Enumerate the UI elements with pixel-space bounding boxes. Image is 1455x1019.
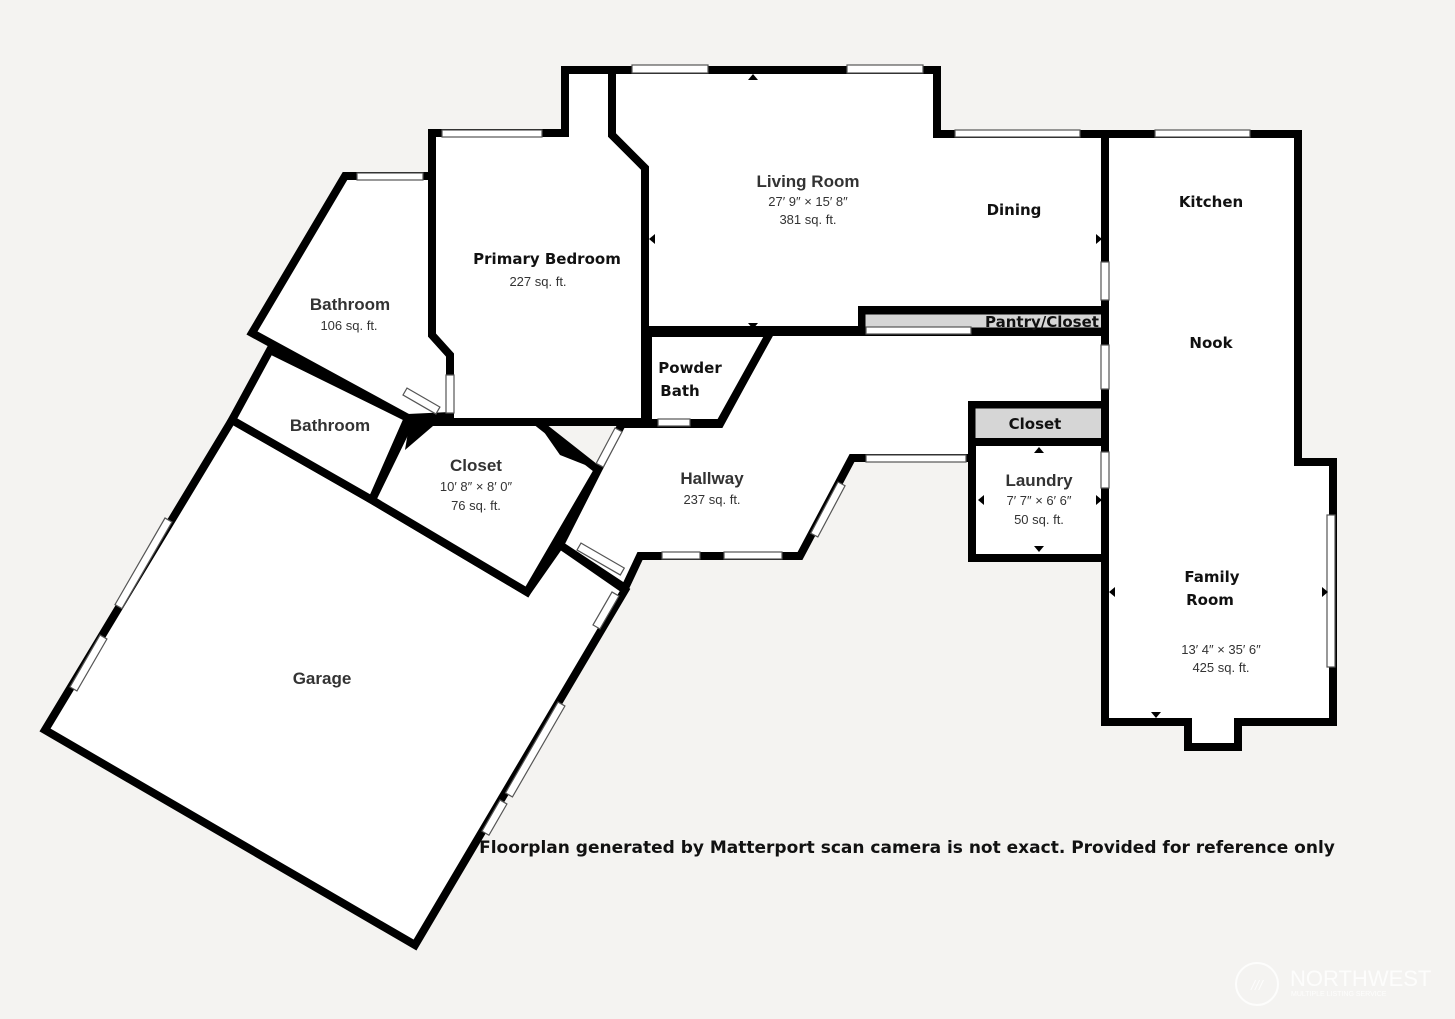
living-room bbox=[608, 66, 1109, 334]
laundry-area: 50 sq. ft. bbox=[1014, 512, 1064, 527]
nook-label: Nook bbox=[1189, 334, 1233, 352]
dining-label: Dining bbox=[987, 201, 1042, 219]
svg-text:///: /// bbox=[1250, 977, 1265, 993]
closet-center-area: 76 sq. ft. bbox=[451, 498, 501, 513]
dimension-arrows bbox=[649, 74, 1328, 718]
bathroom-upper-label: Bathroom bbox=[310, 295, 390, 314]
primary-bedroom-area: 227 sq. ft. bbox=[509, 274, 566, 289]
pantry-closet-label: Pantry/Closet bbox=[985, 313, 1099, 331]
laundry-dims: 7′ 7″ × 6′ 6″ bbox=[1006, 493, 1071, 508]
wall-wedge bbox=[405, 420, 440, 450]
powder-bath-label-2: Bath bbox=[660, 382, 699, 400]
svg-text:MULTIPLE LISTING SERVICE: MULTIPLE LISTING SERVICE bbox=[1291, 991, 1387, 998]
disclaimer-note: Floorplan generated by Matterport scan c… bbox=[479, 838, 1335, 858]
laundry-room bbox=[968, 438, 1109, 562]
closet-center-room bbox=[366, 418, 604, 598]
family-room-dims: 13′ 4″ × 35′ 6″ bbox=[1181, 642, 1261, 657]
laundry-label: Laundry bbox=[1005, 471, 1073, 490]
closet-right-label: Closet bbox=[1009, 415, 1062, 433]
wall-wedge bbox=[537, 422, 598, 470]
bathroom-upper-area: 106 sq. ft. bbox=[320, 318, 377, 333]
closet-center-label: Closet bbox=[450, 456, 502, 475]
family-room-label-2: Room bbox=[1186, 591, 1234, 609]
living-room-area: 381 sq. ft. bbox=[779, 212, 836, 227]
nwmls-watermark-logo: /// NORTHWEST MULTIPLE LISTING SERVICE bbox=[1235, 962, 1431, 1006]
windows bbox=[69, 64, 1336, 836]
family-room-area: 425 sq. ft. bbox=[1192, 660, 1249, 675]
primary-bedroom-label: Primary Bedroom bbox=[473, 250, 621, 268]
bathroom-lower-label: Bathroom bbox=[290, 416, 370, 435]
kitchen-label: Kitchen bbox=[1179, 193, 1243, 211]
living-room-dims: 27′ 9″ × 15′ 8″ bbox=[768, 194, 848, 209]
garage-label: Garage bbox=[293, 669, 352, 688]
kitchen-family-room bbox=[1101, 130, 1337, 751]
hallway-area: 237 sq. ft. bbox=[683, 492, 740, 507]
powder-bath-label-1: Powder bbox=[658, 359, 722, 377]
hallway-label: Hallway bbox=[680, 469, 744, 488]
living-room-label: Living Room bbox=[757, 172, 860, 191]
family-room-label-1: Family bbox=[1184, 568, 1239, 586]
closet-center-dims: 10′ 8″ × 8′ 0″ bbox=[440, 479, 513, 494]
svg-text:NORTHWEST: NORTHWEST bbox=[1290, 966, 1431, 991]
